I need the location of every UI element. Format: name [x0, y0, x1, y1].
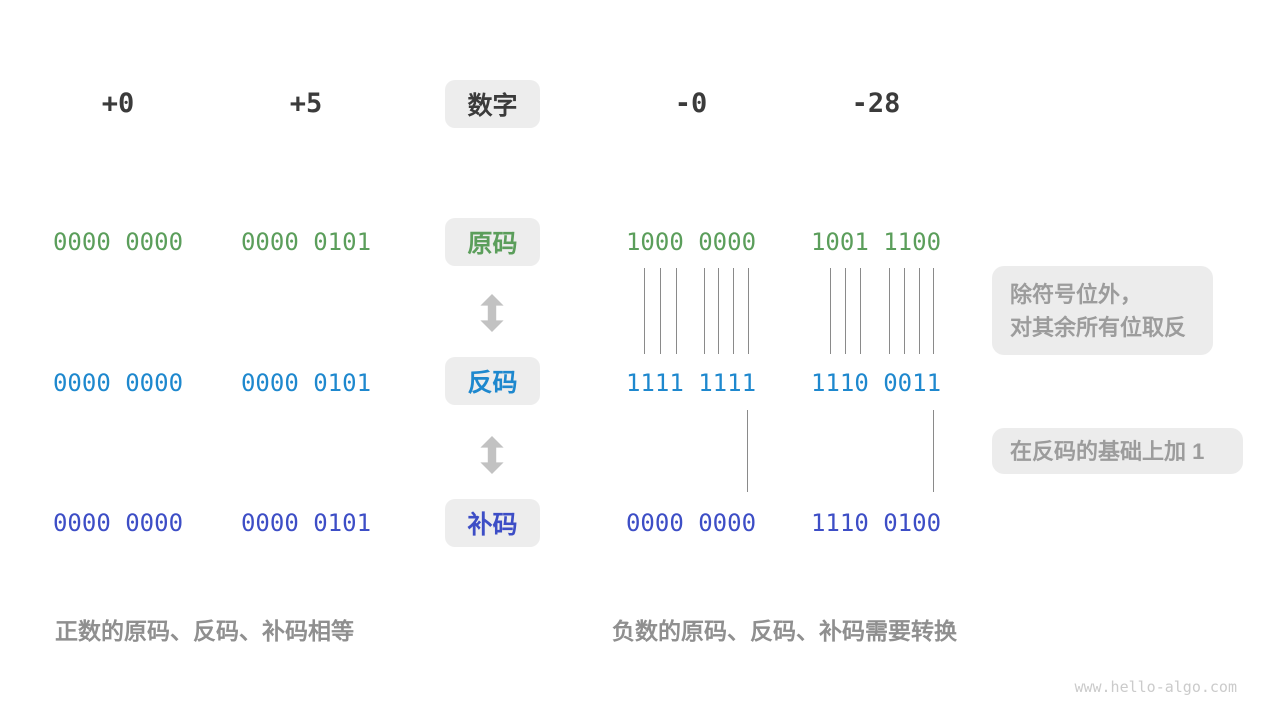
- watermark-url: www.hello-algo.com: [1074, 678, 1237, 696]
- header-value-plus5: +5: [289, 88, 323, 119]
- caption-negative: 负数的原码、反码、补码需要转换: [612, 618, 957, 644]
- header-value-minus28: -28: [851, 88, 901, 119]
- bit-tick-line: [644, 268, 645, 354]
- ones-complement-badge: 反码: [445, 357, 540, 405]
- number-label: 数字: [467, 92, 518, 120]
- sign-binary-minus0: 1000 0000: [625, 228, 757, 256]
- ones-binary-minus28: 1110 0011: [810, 369, 942, 397]
- bit-tick-line: [904, 268, 905, 354]
- caption-positive: 正数的原码、反码、补码相等: [55, 618, 354, 644]
- twos-binary-minus0: 0000 0000: [625, 509, 757, 537]
- ones-complement-label: 反码: [467, 369, 518, 397]
- ones-binary-minus0: 1111 1111: [625, 369, 757, 397]
- sign-binary-minus28: 1001 1100: [810, 228, 942, 256]
- twos-binary-plus5: 0000 0101: [240, 509, 372, 537]
- header-value-minus0: -0: [674, 88, 708, 119]
- bit-tick-line: [747, 410, 748, 492]
- twos-binary-minus28: 1110 0100: [810, 509, 942, 537]
- updown-arrow-icon: [480, 436, 504, 474]
- invert-bits-note-line2: 对其余所有位取反: [1010, 314, 1187, 340]
- bit-tick-line: [676, 268, 677, 354]
- add-one-note-text: 在反码的基础上加 1: [1010, 438, 1205, 464]
- bit-tick-line: [830, 268, 831, 354]
- bit-tick-line: [933, 268, 934, 354]
- bit-tick-line: [733, 268, 734, 354]
- bit-tick-line: [919, 268, 920, 354]
- ones-binary-plus0: 0000 0000: [52, 369, 184, 397]
- sign-binary-plus5: 0000 0101: [240, 228, 372, 256]
- twos-complement-badge: 补码: [445, 499, 540, 547]
- header-value-plus0: +0: [101, 88, 135, 119]
- number-label-badge: 数字: [445, 80, 540, 128]
- sign-binary-plus0: 0000 0000: [52, 228, 184, 256]
- invert-bits-note-line1: 除符号位外，: [1010, 281, 1143, 307]
- bit-tick-line: [718, 268, 719, 354]
- sign-code-label: 原码: [467, 230, 518, 258]
- twos-complement-label: 补码: [467, 511, 518, 539]
- bit-tick-line: [889, 268, 890, 354]
- twos-binary-plus0: 0000 0000: [52, 509, 184, 537]
- bit-tick-line: [660, 268, 661, 354]
- ones-binary-plus5: 0000 0101: [240, 369, 372, 397]
- bit-tick-line: [845, 268, 846, 354]
- bit-tick-line: [704, 268, 705, 354]
- sign-code-badge: 原码: [445, 218, 540, 266]
- add-one-note: 在反码的基础上加 1: [992, 428, 1243, 474]
- bit-tick-line: [748, 268, 749, 354]
- invert-bits-note: 除符号位外， 对其余所有位取反: [992, 266, 1213, 355]
- bit-tick-line: [933, 410, 934, 492]
- updown-arrow-icon: [480, 294, 504, 332]
- bit-tick-line: [860, 268, 861, 354]
